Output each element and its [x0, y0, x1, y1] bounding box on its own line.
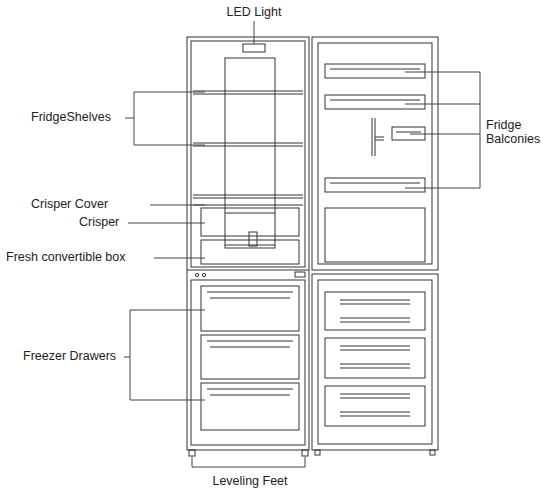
led-light-label: LED Light — [226, 5, 283, 19]
crisper-cover-label: Crisper Cover — [30, 197, 109, 211]
fresh-box-label: Fresh convertible box — [5, 250, 127, 264]
crisper-label: Crisper — [78, 215, 120, 229]
freezer-drawers-label: Freezer Drawers — [22, 349, 117, 363]
balconies-label: Fridge Balconies — [485, 118, 547, 147]
shelves-label: FridgeShelves — [30, 110, 112, 124]
leveling-feet-label: Leveling Feet — [211, 474, 288, 488]
